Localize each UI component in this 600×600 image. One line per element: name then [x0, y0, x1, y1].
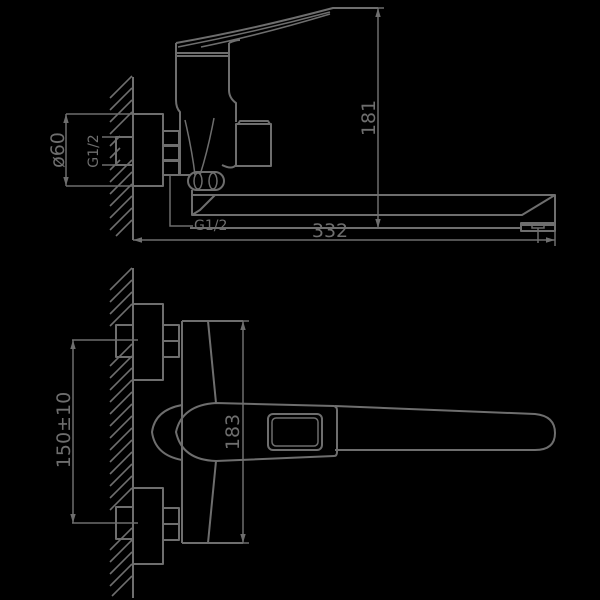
dimension-flange-diameter: ø60: [47, 113, 133, 187]
dimension-height-181: 181: [333, 7, 384, 228]
nut-middle: [162, 145, 180, 161]
upper-inlet-assembly: [115, 303, 180, 381]
nut-lower: [162, 160, 180, 176]
dim-332-label: 332: [312, 220, 348, 242]
mixer-body-side: [175, 43, 237, 176]
flange-top: [132, 113, 164, 187]
lever-handle-front: [175, 402, 556, 462]
front-view: 183 150±10: [53, 267, 556, 598]
nut-upper: [162, 130, 180, 146]
dimension-body-183: 183: [222, 320, 249, 544]
side-view: 181 332 ø60 G1/2 G1/2: [47, 7, 556, 246]
spout-side: [190, 190, 556, 243]
wall-hatch-bottom: [109, 267, 134, 598]
dim-183-label: 183: [222, 414, 244, 450]
dim-g12-outlet-label: G1/2: [194, 218, 227, 234]
dim-phi60-label: ø60: [47, 132, 69, 168]
dim-g12-wall-label: G1/2: [86, 134, 102, 167]
lever-handle-side: [175, 7, 378, 48]
cartridge-ring: [187, 171, 225, 191]
dimension-length-332: 332: [133, 220, 556, 246]
dimension-inlet-thread: G1/2: [86, 134, 116, 168]
dimension-center-distance: 150±10: [53, 339, 138, 524]
wall-hatch-top: [109, 75, 134, 240]
dim-150-label: 150±10: [53, 392, 75, 468]
dim-181-label: 181: [358, 100, 380, 136]
dimension-outlet-thread: G1/2: [169, 175, 227, 234]
diverter-knob-side: [235, 120, 272, 167]
mixer-body-front: [151, 320, 243, 544]
lower-inlet-assembly: [115, 487, 180, 565]
